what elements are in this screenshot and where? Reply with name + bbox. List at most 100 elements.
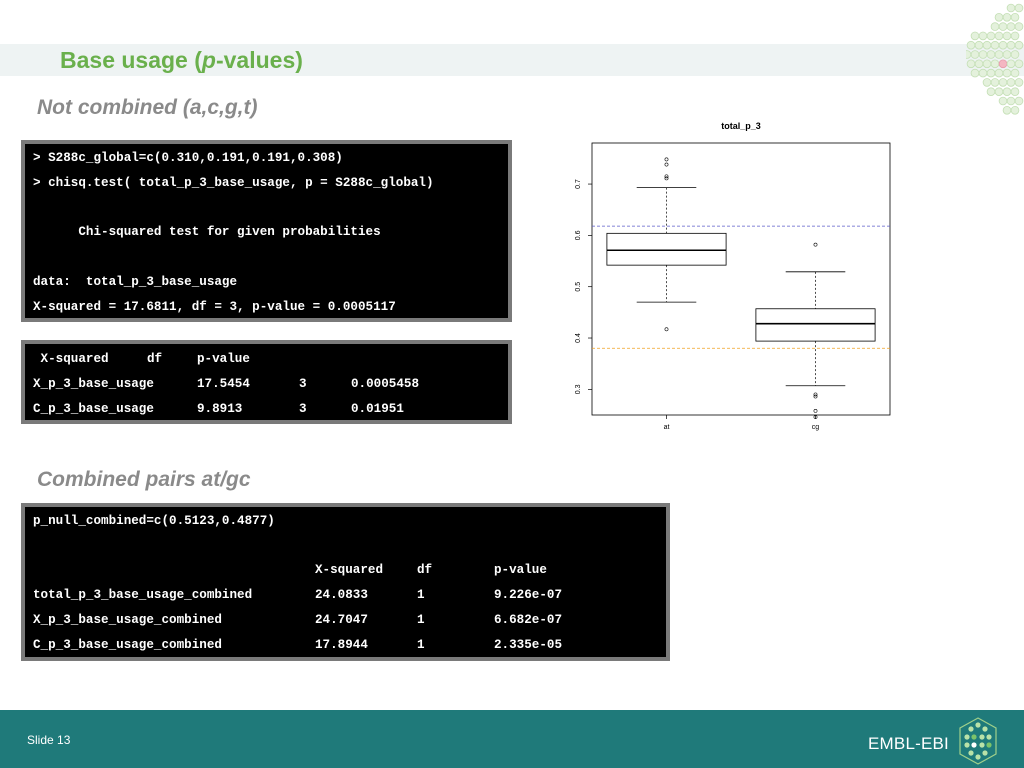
decorative-dot	[1002, 50, 1012, 59]
decorative-dot	[998, 59, 1008, 69]
decorative-dot	[974, 59, 984, 69]
decorative-dot	[966, 50, 972, 59]
decorative-dot	[986, 50, 996, 59]
cell-p-value: 0.0005458	[351, 377, 420, 391]
decorative-dot	[978, 68, 988, 78]
brand-name: EMBL-EBI	[868, 734, 949, 753]
chart-title: total_p_3	[721, 121, 761, 131]
header-df: df	[147, 352, 163, 366]
decorative-dot	[1014, 40, 1024, 50]
decorative-dot	[1002, 68, 1012, 78]
slide-number: Slide 13	[27, 733, 71, 747]
decorative-dot	[1006, 40, 1016, 50]
decorative-dot	[970, 50, 980, 59]
decorative-dot	[1006, 78, 1016, 87]
decorative-dot	[1006, 96, 1016, 106]
cell-x-squared: 24.0833	[315, 588, 368, 602]
plot-frame	[591, 142, 891, 416]
row-label: C_p_3_base_usage_combined	[33, 638, 222, 652]
cell-df: 3	[299, 402, 307, 416]
decorative-dot	[1010, 87, 1020, 96]
y-tick-label: 0.3	[575, 384, 582, 394]
decorative-dot	[1014, 22, 1024, 31]
x-tick-label: at	[664, 424, 670, 431]
decorative-dot	[1002, 87, 1012, 96]
decorative-dot	[994, 50, 1004, 59]
console-line: p_null_combined=c(0.5123,0.4877)	[33, 514, 275, 528]
header-x-squared: X-squared	[315, 563, 384, 577]
console-xc-results: X-squared df p-value X_p_3_base_usage 17…	[21, 340, 512, 424]
outlier-point	[664, 176, 669, 181]
console-line: > S288c_global=c(0.310,0.191,0.191,0.308…	[33, 151, 343, 165]
console-line: Chi-squared test for given probabilities	[33, 225, 381, 239]
y-tick-label: 0.5	[575, 282, 582, 292]
section-heading-combined-pairs: Combined pairs at/gc	[37, 468, 251, 491]
box	[606, 232, 727, 266]
decorative-dot	[966, 40, 976, 50]
row-label: total_p_3_base_usage_combined	[33, 588, 253, 602]
decorative-dot	[998, 96, 1008, 106]
decorative-dot	[1014, 78, 1024, 87]
decorative-dot	[970, 68, 980, 78]
decorative-dot	[990, 22, 1000, 31]
decorative-dot	[998, 78, 1008, 87]
y-tick-label: 0.4	[575, 333, 582, 343]
section-heading-not-combined: Not combined (a,c,g,t)	[37, 96, 258, 119]
row-label: X_p_3_base_usage	[33, 377, 154, 391]
decorative-dot	[986, 31, 996, 41]
outlier-point	[813, 408, 818, 413]
decorative-dot	[998, 22, 1008, 31]
header-p-value: p-value	[197, 352, 250, 366]
cell-df: 1	[417, 588, 425, 602]
cell-x-squared: 17.8944	[315, 638, 368, 652]
row-label: X_p_3_base_usage_combined	[33, 613, 222, 627]
cell-p-value: 2.335e-05	[494, 638, 563, 652]
decorative-dot	[982, 59, 992, 69]
decorative-dot	[990, 40, 1000, 50]
outlier-point	[664, 162, 669, 167]
decorative-dot	[990, 59, 1000, 69]
decorative-dot	[966, 59, 976, 69]
y-tick-label: 0.7	[575, 179, 582, 189]
console-line: data: total_p_3_base_usage	[33, 275, 238, 289]
decorative-dot	[1010, 31, 1020, 41]
decorative-dot	[994, 87, 1004, 96]
decorative-dot	[986, 68, 996, 78]
decorative-dot	[1014, 3, 1024, 13]
outlier-point	[813, 392, 818, 397]
outlier-point	[813, 242, 818, 247]
decorative-dot	[998, 40, 1008, 50]
decorative-dot	[970, 31, 980, 41]
cell-df: 1	[417, 613, 425, 627]
console-combined-results: p_null_combined=c(0.5123,0.4877) X-squar…	[21, 503, 670, 661]
decorative-dot	[1014, 59, 1024, 69]
cell-df: 3	[299, 377, 307, 391]
console-line: > chisq.test( total_p_3_base_usage, p = …	[33, 176, 434, 190]
cell-x-squared: 24.7047	[315, 613, 368, 627]
decorative-dot	[978, 31, 988, 41]
decorative-dot	[1002, 106, 1012, 115]
embl-ebi-logo-icon	[959, 717, 997, 765]
title-band	[0, 44, 1024, 76]
decorative-dot	[994, 68, 1004, 78]
slide-title: Base usage (p-values)	[60, 47, 303, 73]
decorative-dot	[978, 50, 988, 59]
x-tick-label: cg	[812, 424, 820, 431]
decorative-dot	[1010, 12, 1020, 22]
console-chisq-test: > S288c_global=c(0.310,0.191,0.191,0.308…	[21, 140, 512, 322]
footer-bar	[0, 710, 1024, 768]
cell-p-value: 0.01951	[351, 402, 404, 416]
cell-p-value: 9.226e-07	[494, 588, 563, 602]
console-line: X-squared = 17.6811, df = 3, p-value = 0…	[33, 300, 396, 314]
header-p-value: p-value	[494, 563, 547, 577]
decorative-dot	[1010, 68, 1020, 78]
decorative-dot	[990, 78, 1000, 87]
header-x-squared: X-squared	[33, 352, 109, 366]
row-label: C_p_3_base_usage	[33, 402, 154, 416]
decorative-dot	[1006, 22, 1016, 31]
cell-p-value: 6.682e-07	[494, 613, 563, 627]
decorative-dot	[1006, 59, 1016, 69]
outlier-point	[664, 327, 669, 332]
decorative-dot	[1002, 12, 1012, 22]
decorative-dot	[982, 40, 992, 50]
